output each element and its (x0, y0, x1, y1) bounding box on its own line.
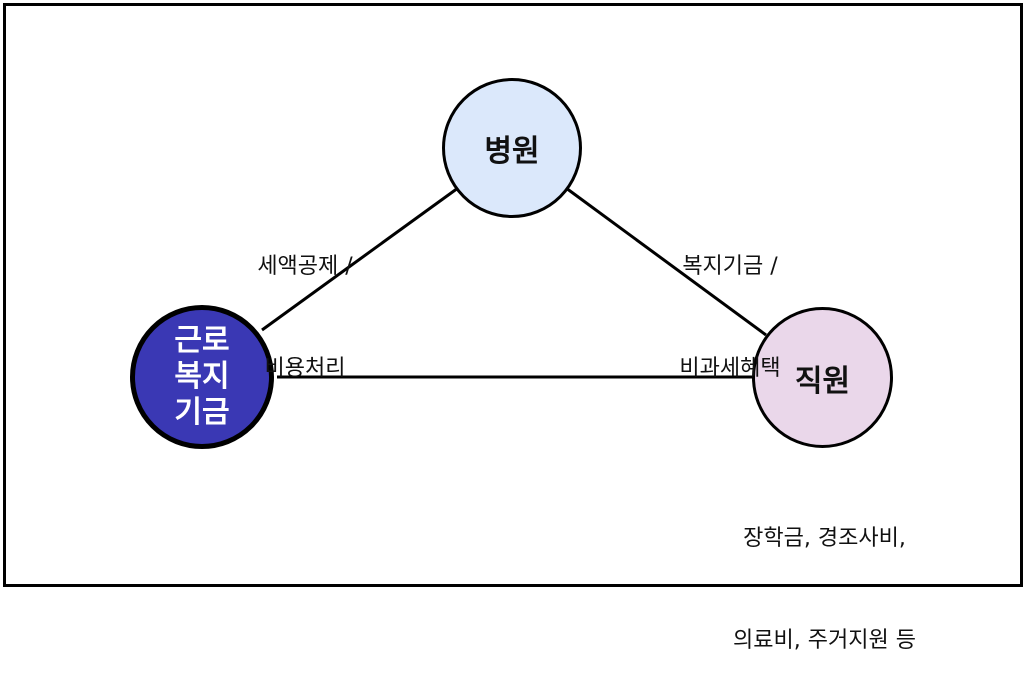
node-hospital: 병원 (442, 78, 582, 218)
edge-label-line: 비용처리 (264, 356, 346, 381)
node-employee: 직원 (752, 307, 893, 448)
node-employee-label: 직원 (794, 363, 851, 399)
node-hospital-label: 병원 (484, 134, 540, 169)
node-welfare-fund: 근로 복지 기금 (130, 305, 274, 449)
edge-hospital-employee (565, 186, 767, 337)
note-line: 의료비, 주거지원 등 (733, 628, 916, 653)
note-line: 장학금, 경조사비, (743, 526, 906, 551)
edge-label-line: 복지기금 / (682, 254, 778, 279)
edge-label-fund-hospital: 세액공제 / 비용처리 (225, 182, 385, 420)
node-fund-label-line: 근로 (174, 323, 230, 358)
edge-label-hospital-employee: 복지기금 / 비과세혜택 (645, 182, 815, 420)
node-fund-label-line: 기금 (174, 395, 230, 430)
edge-fund-hospital (261, 186, 459, 332)
edge-label-line: 세액공제 / (257, 254, 353, 279)
diagram-frame (3, 3, 1023, 587)
edge-label-line: 비과세혜택 (679, 356, 781, 381)
employee-benefits-note: 장학금, 경조사비, 의료비, 주거지원 등 (712, 454, 937, 692)
connector-lines (261, 186, 767, 379)
node-fund-label-line: 복지 (174, 359, 230, 394)
